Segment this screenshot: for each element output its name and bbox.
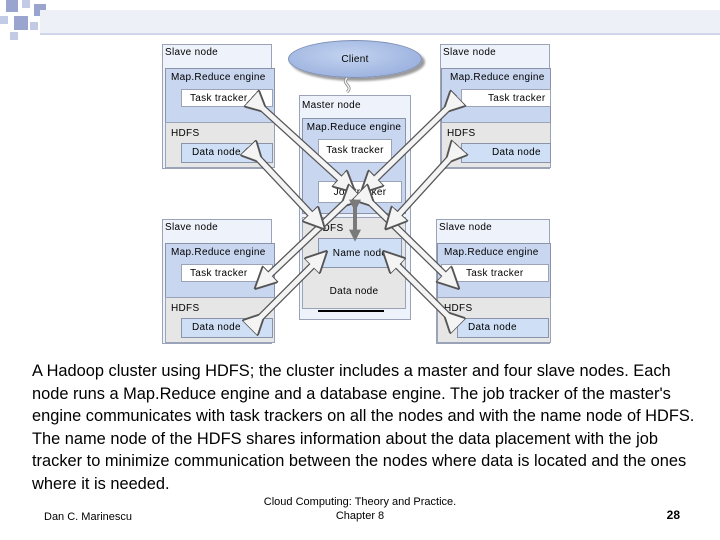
client-node: Client [288,40,422,78]
slave-node-top-right: Slave node Map.Reduce engine Task tracke… [440,44,551,169]
mapreduce-engine-label: Map.Reduce engine [171,247,266,258]
mapreduce-engine-label: Map.Reduce engine [171,72,266,83]
master-data-node-line [318,310,384,312]
slave-node-title: Slave node [443,47,497,58]
connection-arrows [0,76,720,360]
page-number: 28 [666,508,680,522]
figure-caption: A Hadoop cluster using HDFS; the cluster… [32,362,695,493]
hdfs-label: HDFS [171,303,200,314]
header-band [40,10,720,34]
slave-node-title: Slave node [165,222,219,233]
footer-book-title: Cloud Computing: Theory and Practice. [263,496,457,508]
footer-author: Dan C. Marinescu [44,511,133,523]
slave-node-title: Slave node [165,47,219,58]
client-master-link [343,76,351,94]
header-rule [40,33,720,35]
footer-book: Cloud Computing: Theory and Practice. Ch… [250,495,470,523]
master-data-node: Data node [329,286,379,297]
hdfs-label: HDFS [171,128,200,139]
mapreduce-engine-label: Map.Reduce engine [450,72,545,83]
mapreduce-engine-label: Map.Reduce engine [444,247,539,258]
footer-book-chapter: Chapter 8 [335,510,385,522]
data-node-to-master-arrows [256,156,452,320]
task-tracker: Task tracker [461,89,551,107]
